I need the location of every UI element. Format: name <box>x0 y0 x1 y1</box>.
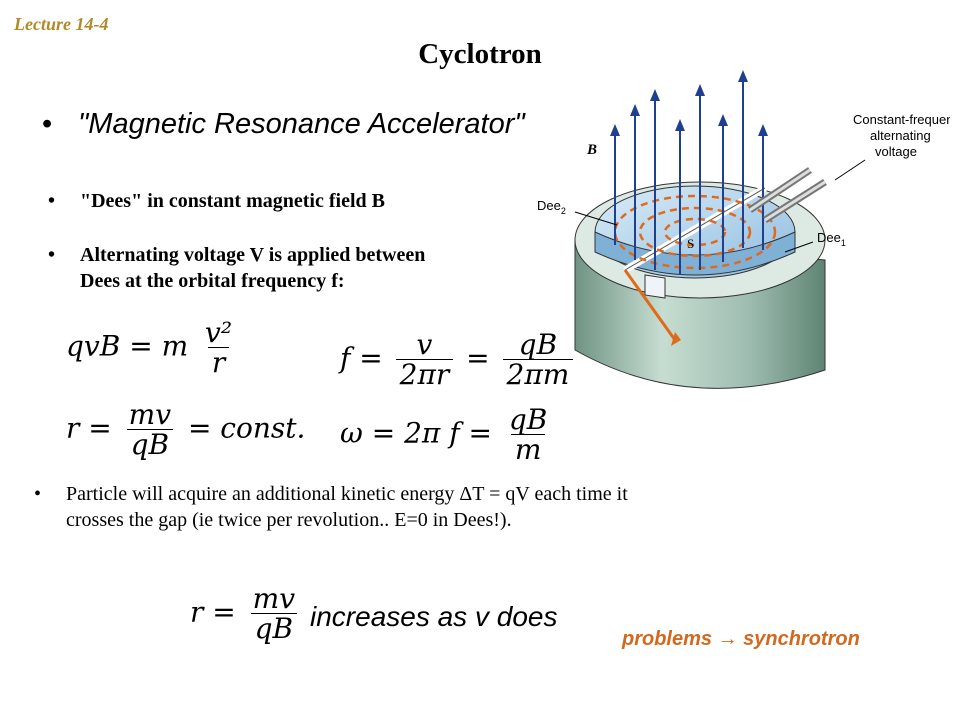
eq-lhs: r = <box>190 595 236 629</box>
equation-radius-const: r = mv qB = const. <box>66 400 305 460</box>
eq-denominator: r <box>207 347 230 378</box>
equation-radius-increase: r = mv qB <box>190 584 303 644</box>
bullet-dot: • <box>48 190 56 212</box>
dee2-leader <box>574 211 618 226</box>
lecture-label: Lecture 14-4 <box>14 14 109 34</box>
exit-beam-arrowhead <box>671 332 681 346</box>
eq-numerator: mv <box>252 582 296 615</box>
voltage-electrodes <box>748 159 866 223</box>
dee1-leader <box>784 241 814 253</box>
eq-fraction: mv qB <box>249 584 299 644</box>
eq-rhs: = const. <box>187 411 306 445</box>
eq-denominator: m <box>510 434 546 465</box>
eq-lhs: r = <box>66 411 112 445</box>
field-arrowheads <box>610 70 768 136</box>
bullet-dot: • <box>42 108 53 140</box>
eq-denominator: 2πm <box>502 359 574 390</box>
bullet-dot: • <box>34 483 42 505</box>
bullet-dees: • "Dees" in constant magnetic field B <box>48 190 385 213</box>
dee2-label: Dee2 <box>537 198 566 216</box>
dees <box>594 184 796 299</box>
field-B-label: B <box>586 142 597 158</box>
bullet-alternating-voltage: • Alternating voltage V is applied betwe… <box>48 242 560 294</box>
voltage-label-line-1: Constant-frequency <box>853 112 950 127</box>
source-label: S <box>687 236 694 251</box>
magnetic-field-lines <box>614 75 764 275</box>
eq-numerator: mv <box>128 398 172 431</box>
eq-fraction-2: qB 2πm <box>502 328 574 390</box>
eq-fraction: qB m <box>505 405 552 465</box>
equation-frequency: f = v 2πr = qB 2πm <box>340 330 577 390</box>
eq-numerator: v² <box>205 316 233 349</box>
bullet-text-line-2: Dees at the orbital frequency f: <box>80 270 345 292</box>
eq-lhs: ω = 2π f = <box>340 416 492 450</box>
eq-numerator: v <box>416 328 433 361</box>
equation-angular-frequency: ω = 2π f = qB m <box>340 405 555 465</box>
exit-beam-line <box>623 269 677 341</box>
particle-spiral-path <box>613 194 777 270</box>
eq-denominator: qB <box>250 613 298 644</box>
dee1-label: Dee1 <box>817 230 846 248</box>
eq-fraction: mv qB <box>125 400 175 460</box>
voltage-label-line-2: alternating <box>870 128 931 143</box>
eq-denominator: 2πr <box>395 359 454 390</box>
bullet-magnetic-resonance: • "Magnetic Resonance Accelerator" <box>42 108 525 141</box>
eq-lhs: f = <box>340 341 383 375</box>
cyclotron-diagram: S B Constant-frequency alternating volta… <box>537 70 950 389</box>
bullet-text-line-1: Alternating voltage V is applied between <box>80 244 426 266</box>
eq-denominator: qB <box>126 429 174 460</box>
synchrotron-note: problems → synchrotron <box>622 628 860 650</box>
eq-lhs: qvB = m <box>66 329 189 363</box>
equation-force-balance: qvB = m v² r <box>66 318 240 378</box>
eq-fraction: v² r <box>201 318 236 378</box>
voltage-label-line-3: voltage <box>875 144 917 159</box>
bullet-kinetic-energy: • Particle will acquire an additional ki… <box>34 482 646 533</box>
eq-fraction-1: v 2πr <box>395 328 454 390</box>
bullet-text: Particle will acquire an additional kine… <box>66 483 628 531</box>
slide-title: Cyclotron <box>418 38 542 70</box>
eq-numerator: qB <box>518 328 558 361</box>
bullet-dot: • <box>48 244 56 266</box>
increases-text: increases as v does <box>310 601 558 632</box>
eq-equals: = <box>466 341 490 375</box>
bullet-text: "Dees" in constant magnetic field B <box>80 190 385 212</box>
bullet-text: "Magnetic Resonance Accelerator" <box>78 108 525 140</box>
eq-numerator: qB <box>508 403 548 436</box>
